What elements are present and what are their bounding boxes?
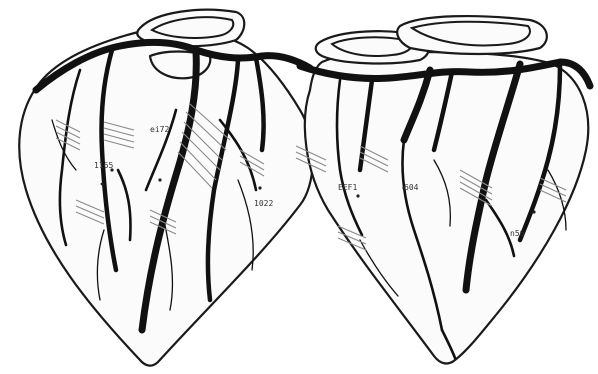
right-label-b: 604 [404,183,419,192]
right-heart: EEF1 604 n56 [296,16,590,363]
left-marker-2 [158,178,161,181]
right-label-a: EEF1 [338,183,357,192]
left-heart: 1165 ei72 1022 [19,10,313,366]
right-label-c: n56 [510,229,525,238]
left-marker-3 [101,183,104,186]
left-label-b: ei72 [150,125,169,134]
left-marker-4 [258,186,261,189]
right-marker-1 [356,194,359,197]
left-label-c: 1022 [254,199,273,208]
left-label-a: 1165 [94,161,113,170]
right-marker-3 [532,210,535,213]
